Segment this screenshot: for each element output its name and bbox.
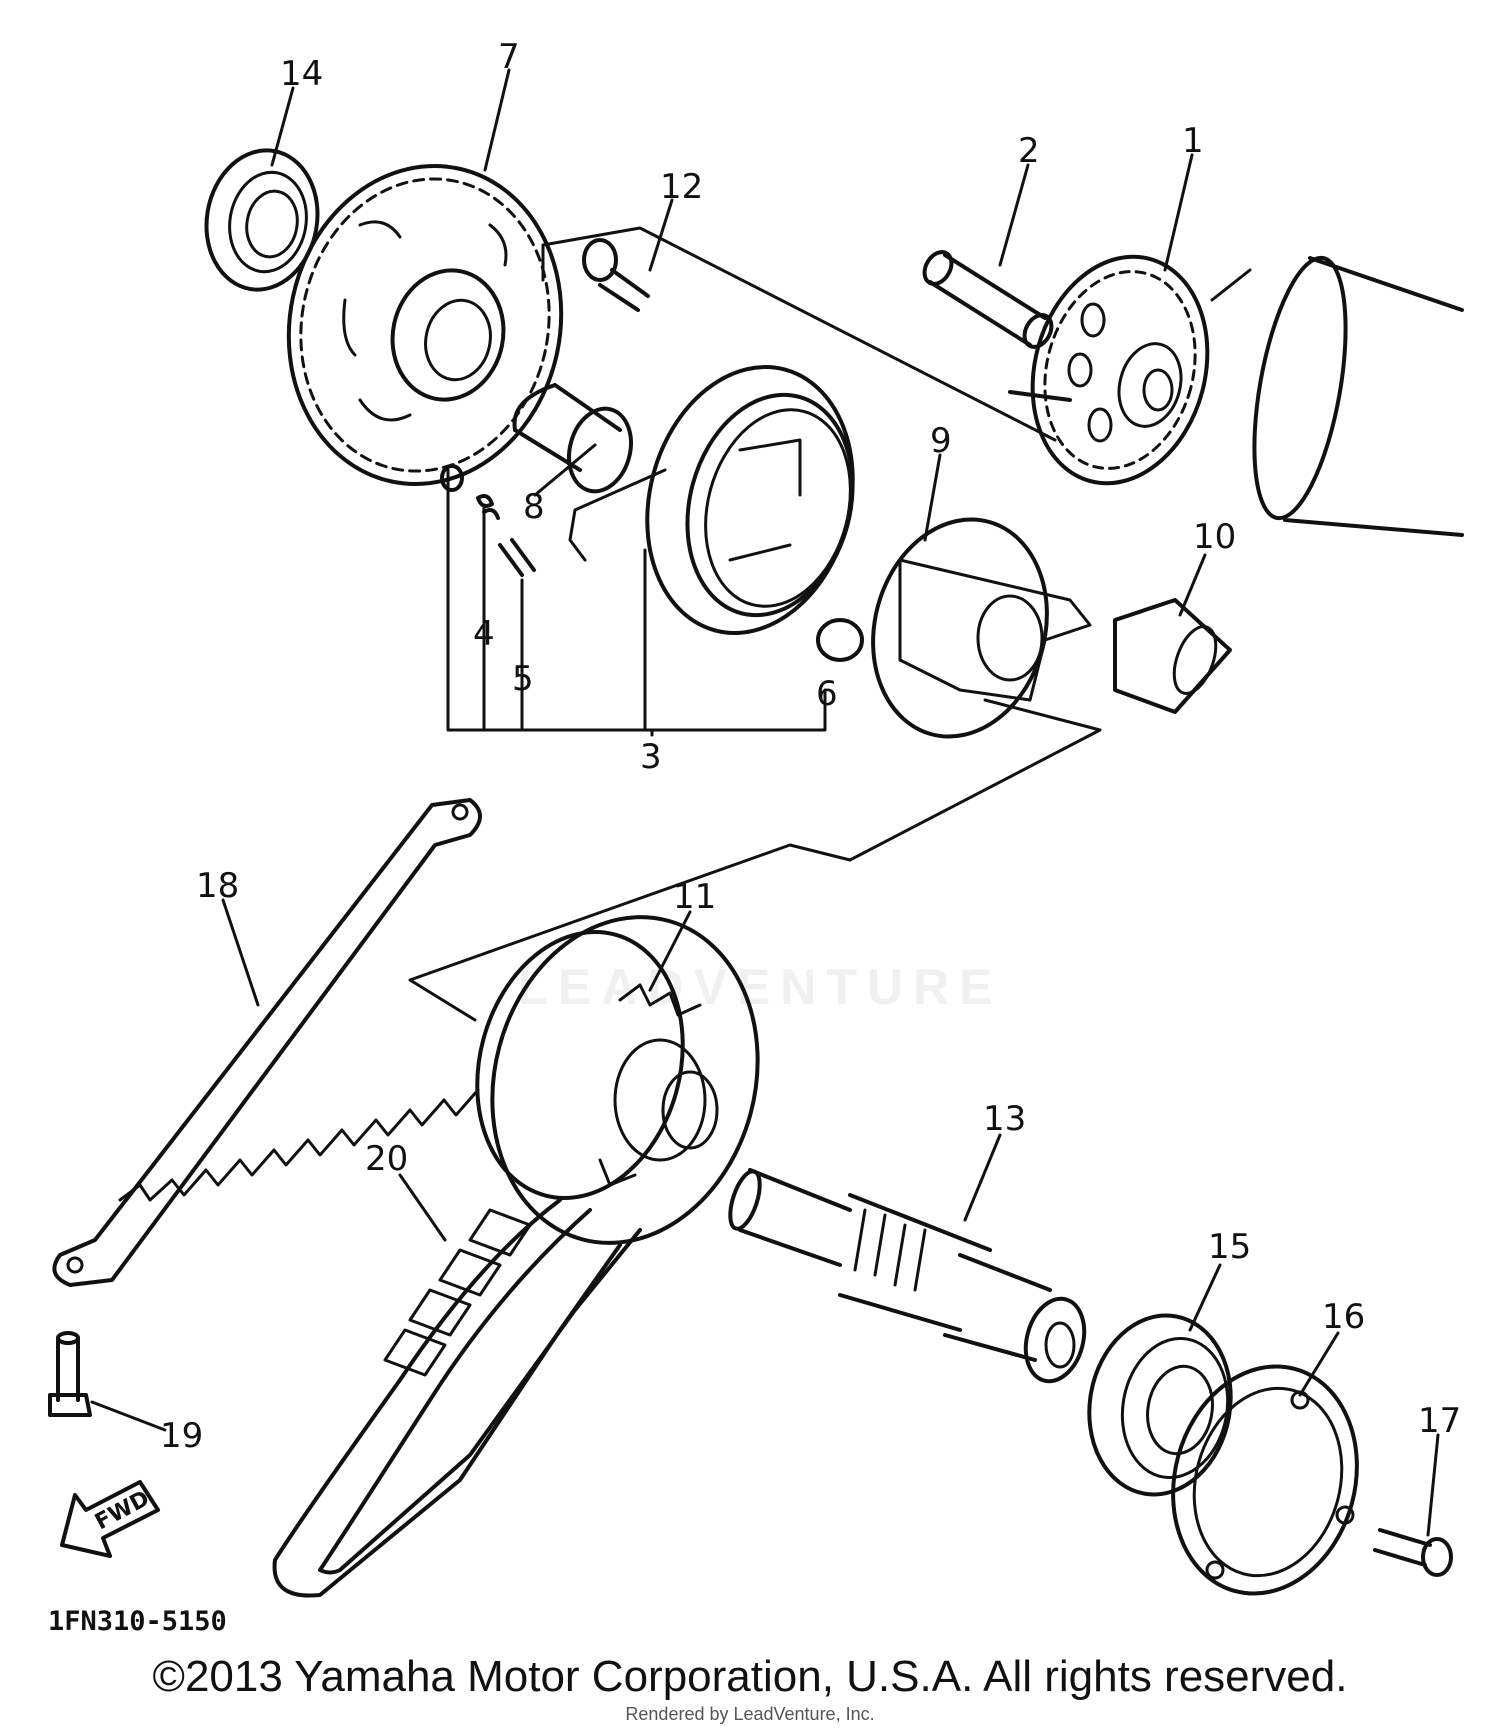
callout-6: 6 xyxy=(816,674,838,714)
callout-9: 9 xyxy=(930,421,952,461)
clutch-housing-3 xyxy=(645,365,855,635)
rollers-springs xyxy=(440,464,864,662)
bolt-12 xyxy=(582,238,650,312)
callout-12: 12 xyxy=(660,167,703,207)
callout-16: 16 xyxy=(1322,1297,1365,1337)
callout-1: 1 xyxy=(1182,121,1204,161)
callout-11: 11 xyxy=(673,877,716,917)
callout-10: 10 xyxy=(1193,517,1236,557)
callout-2: 2 xyxy=(1018,131,1040,171)
starter-motor xyxy=(1210,255,1464,537)
copyright-notice: ©2013 Yamaha Motor Corporation, U.S.A. A… xyxy=(152,1652,1348,1701)
bearing-14 xyxy=(204,148,320,292)
rendered-by-notice: Rendered by LeadVenture, Inc. xyxy=(625,1704,875,1724)
retainer-plate-16 xyxy=(1171,1364,1359,1596)
callout-18: 18 xyxy=(196,866,239,906)
starter-gear-1 xyxy=(1008,254,1210,486)
screw-17 xyxy=(1373,1528,1453,1577)
watermark: LEADVENTURE xyxy=(517,959,1003,1015)
cap-10 xyxy=(1113,598,1232,714)
idler-gear-7 xyxy=(286,163,564,487)
shaft-2 xyxy=(922,250,1054,349)
callout-7: 7 xyxy=(498,37,520,77)
callout-5: 5 xyxy=(512,659,534,699)
bolt-19 xyxy=(48,1331,92,1417)
callout-3: 3 xyxy=(640,737,662,777)
callout-13: 13 xyxy=(983,1099,1026,1139)
one-way-clutch-9 xyxy=(871,517,1092,739)
callout-labels: 1 2 3 4 5 6 7 8 9 10 11 12 13 14 15 16 1… xyxy=(160,37,1461,1456)
group-bracket xyxy=(446,468,827,732)
callout-19: 19 xyxy=(160,1416,203,1456)
sprocket-11 xyxy=(475,915,760,1245)
callout-15: 15 xyxy=(1208,1227,1251,1267)
shaft-13 xyxy=(728,1168,1087,1384)
leader-lines xyxy=(90,68,1440,1537)
bearing-15 xyxy=(1087,1313,1233,1497)
diagram-code: 1FN310-5150 xyxy=(48,1606,227,1637)
callout-17: 17 xyxy=(1418,1401,1461,1441)
drive-chain-20 xyxy=(272,1198,642,1598)
callout-14: 14 xyxy=(280,54,323,94)
callout-8: 8 xyxy=(523,487,545,527)
callout-20: 20 xyxy=(365,1139,408,1179)
callout-4: 4 xyxy=(473,614,495,654)
assembly-outline xyxy=(408,226,1102,1022)
chain-guide-18 xyxy=(52,798,482,1287)
fwd-arrow-icon: FWD xyxy=(60,1480,160,1558)
sleeve-8 xyxy=(512,383,633,494)
